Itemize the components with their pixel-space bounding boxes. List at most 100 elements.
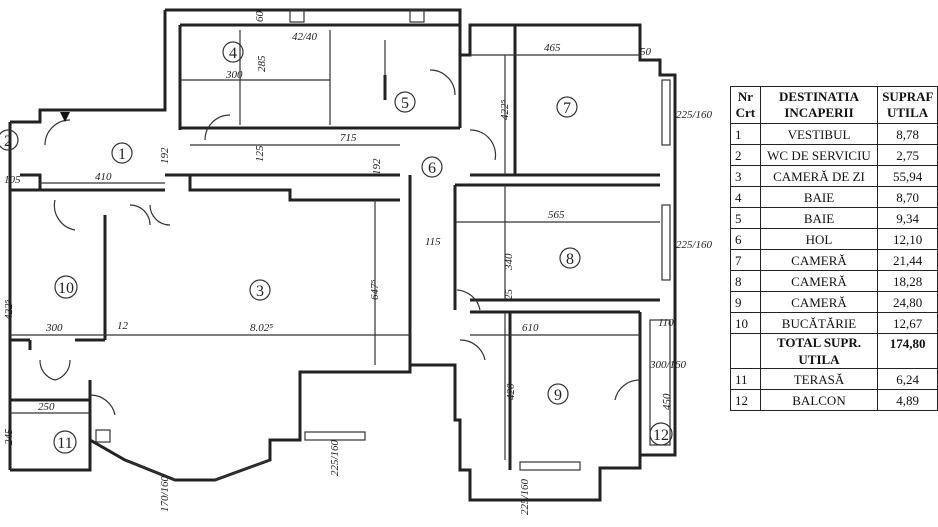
- room-marker-10: 10: [54, 275, 78, 299]
- dim-110: 110: [658, 317, 674, 329]
- row-area: 2,75: [877, 144, 938, 166]
- row-area: 8,78: [877, 123, 938, 145]
- entrance-arrow-icon: [60, 112, 70, 122]
- dim-802: 8.02⁵: [250, 322, 273, 334]
- row-area: 9,34: [877, 207, 938, 229]
- total-area: 174,80: [877, 333, 938, 369]
- dim-610: 610: [522, 322, 539, 334]
- room-marker-2: 2: [0, 129, 19, 151]
- room-number: 2: [4, 133, 12, 150]
- row-name: BUCĂTĂRIE: [759, 312, 879, 334]
- dim-300-top: 300: [225, 69, 243, 81]
- room-number: 9: [554, 387, 562, 404]
- dim-115: 115: [425, 236, 441, 248]
- dim-250: 250: [38, 401, 55, 413]
- row-nr: 12: [730, 389, 761, 411]
- row-name: CAMERĂ DE ZI: [759, 165, 879, 187]
- row-name: HOL: [759, 228, 879, 250]
- dim-465: 465: [544, 42, 561, 54]
- dim-300-160: 300/160: [649, 359, 687, 371]
- room-marker-5: 5: [394, 91, 416, 113]
- row-area: 55,94: [877, 165, 938, 187]
- row-nr: 9: [730, 291, 761, 313]
- row-nr: 4: [730, 186, 761, 208]
- room-marker-4: 4: [222, 41, 244, 63]
- row-nr: 3: [730, 165, 761, 187]
- room-number: 7: [563, 100, 571, 117]
- dim-12: 12: [117, 320, 129, 332]
- dim-42-40: 42/40: [292, 31, 318, 43]
- dim-647: 647⁵: [369, 280, 381, 301]
- row-area: 8,70: [877, 186, 938, 208]
- row-name: TERASĂ: [759, 368, 879, 390]
- dim-105: 105: [4, 174, 21, 186]
- row-nr: 10: [730, 312, 761, 334]
- dim-50: 50: [640, 46, 652, 58]
- table-header-row: Nr Crt DESTINATIA INCAPERII SUPRAF UTILA: [730, 86, 938, 124]
- row-nr: 8: [730, 270, 761, 292]
- dim-450: 450: [661, 393, 673, 410]
- row-nr: 7: [730, 249, 761, 271]
- row-area: 24,80: [877, 291, 938, 313]
- dim-225-160-b: 225/160: [676, 239, 713, 251]
- dim-715: 715: [340, 132, 357, 144]
- row-area: 4,89: [877, 389, 938, 411]
- table-total-row: TOTAL SUPR. UTILA 174,80: [730, 333, 938, 369]
- floor-plan: 1 2 3 4 5 6 7 8 9 10 11 12 465 715 565 6…: [0, 8, 713, 515]
- row-name: BALCON: [759, 389, 879, 411]
- row-nr: 1: [730, 123, 761, 145]
- room-area-table: Nr Crt DESTINATIA INCAPERII SUPRAF UTILA…: [730, 86, 938, 411]
- dim-192-a: 192: [159, 147, 171, 164]
- row-area: 12,10: [877, 228, 938, 250]
- row-area: 18,28: [877, 270, 938, 292]
- room-number: 1: [118, 146, 126, 163]
- room-marker-12: 12: [649, 422, 673, 446]
- row-area: 6,24: [877, 368, 938, 390]
- row-nr: 6: [730, 228, 761, 250]
- header-nr: Nr Crt: [730, 86, 761, 124]
- row-nr: 5: [730, 207, 761, 229]
- room-marker-9: 9: [547, 383, 569, 405]
- room-marker-11: 11: [53, 430, 77, 454]
- dim-60: 60: [254, 11, 266, 23]
- room-number: 6: [428, 160, 436, 177]
- row-name: CAMERĂ: [759, 291, 879, 313]
- dim-300-left: 300: [45, 322, 63, 334]
- room-number: 5: [401, 95, 409, 112]
- room-marker-6: 6: [421, 156, 443, 178]
- dim-420: 420: [505, 383, 517, 400]
- dim-422-a: 422⁵: [499, 100, 511, 121]
- dim-410: 410: [95, 171, 112, 183]
- dim-192-b: 192: [371, 158, 383, 175]
- row-nr: 11: [730, 368, 761, 390]
- row-name: BAIE: [759, 186, 879, 208]
- row-name: VESTIBUL: [759, 123, 879, 145]
- row-area: 21,44: [877, 249, 938, 271]
- dim-225-160-a: 225/160: [676, 109, 713, 121]
- row-name: CAMERĂ: [759, 249, 879, 271]
- room-labels: 1 2 3 4 5 6 7 8 9 10 11 12: [0, 41, 673, 454]
- room-marker-7: 7: [556, 96, 578, 118]
- row-name: WC DE SERVICIU: [759, 144, 879, 166]
- room-number: 11: [57, 435, 72, 452]
- row-area: 12,67: [877, 312, 938, 334]
- total-nr-empty: [730, 333, 761, 369]
- row-name: BAIE: [759, 207, 879, 229]
- dim-170-160: 170/160: [159, 475, 171, 512]
- dim-422-b: 422⁵: [3, 300, 15, 321]
- dim-125: 125: [254, 145, 266, 162]
- room-marker-3: 3: [249, 279, 271, 301]
- room-marker-8: 8: [559, 247, 581, 269]
- windows: [95, 9, 671, 471]
- dim-245: 245: [3, 428, 15, 445]
